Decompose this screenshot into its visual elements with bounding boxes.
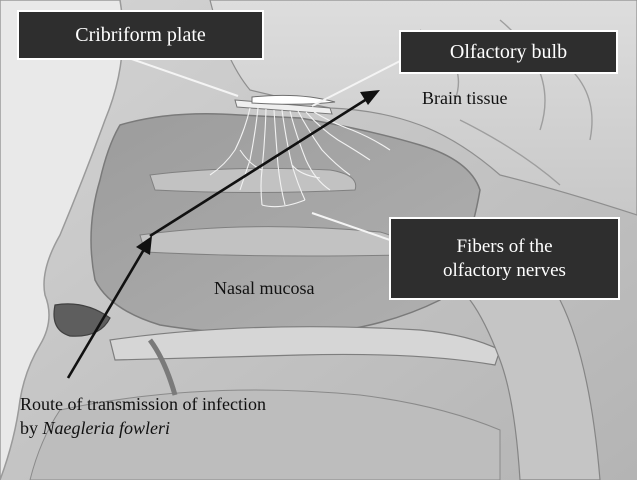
olfactory-bulb-text: Olfactory bulb	[450, 40, 567, 65]
brain-tissue-label: Brain tissue	[422, 88, 508, 109]
fibers-line-2: olfactory nerves	[443, 259, 566, 283]
route-prefix: by	[20, 418, 43, 438]
cribriform-plate-label: Cribriform plate	[17, 10, 264, 60]
transmission-route-label: Route of transmission of infection by Na…	[20, 392, 266, 441]
olfactory-bulb-label: Olfactory bulb	[399, 30, 618, 74]
organism-name: Naegleria fowleri	[43, 418, 171, 438]
cribriform-plate-text: Cribriform plate	[75, 23, 206, 48]
route-line-2: by Naegleria fowleri	[20, 416, 266, 440]
fibers-line-1: Fibers of the	[456, 235, 552, 259]
route-line-1: Route of transmission of infection	[20, 392, 266, 416]
nasal-mucosa-label: Nasal mucosa	[214, 278, 314, 299]
olfactory-fibers-label: Fibers of the olfactory nerves	[389, 217, 620, 300]
